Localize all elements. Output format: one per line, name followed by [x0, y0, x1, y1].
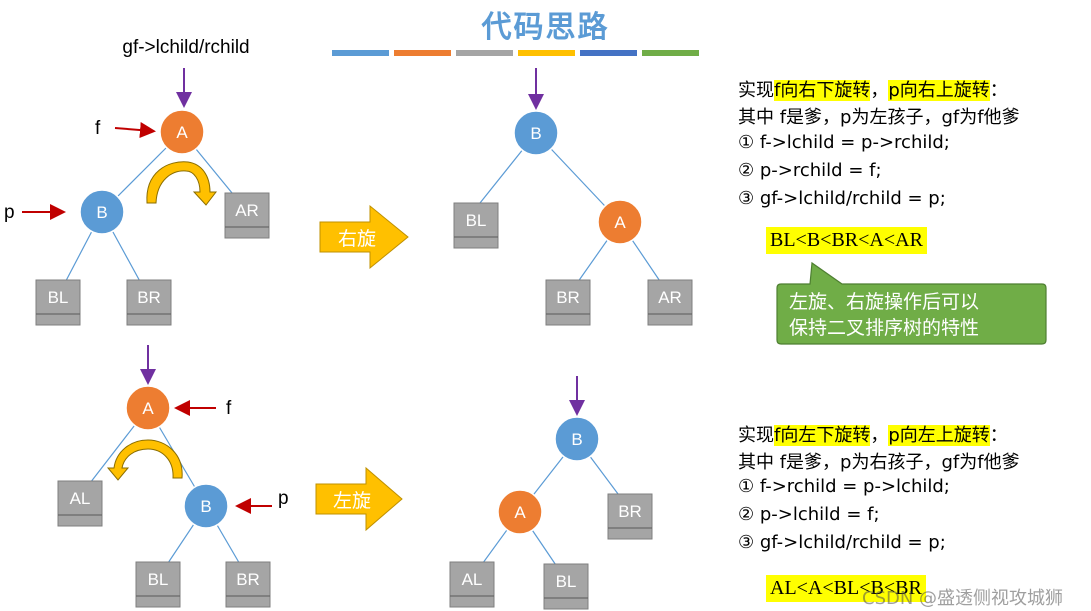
highlight-f: f向左下旋转 — [774, 425, 871, 446]
svg-text:AR: AR — [235, 201, 259, 220]
leaf-br: BR — [126, 279, 172, 326]
svg-text:BL: BL — [48, 288, 69, 307]
svg-text:BR: BR — [556, 288, 580, 307]
svg-text:BR: BR — [618, 502, 642, 521]
svg-text:BL: BL — [466, 211, 487, 230]
right-rotate-step-2: ② p->rchild = f; — [738, 160, 882, 181]
watermark: CSDN @盛透侧视攻城狮 — [862, 588, 1064, 609]
leaf-al: AL — [449, 561, 495, 608]
page-title: 代码思路 — [481, 10, 610, 45]
svg-text:BL: BL — [148, 570, 169, 589]
left-rotate-heading: 实现f向左下旋转，p向左上旋转： — [738, 425, 1008, 446]
leaf-ar: AR — [224, 192, 270, 239]
node-a — [159, 109, 205, 155]
svg-text:AR: AR — [658, 288, 682, 307]
svg-text:AL: AL — [70, 489, 91, 508]
leaf-bl: BL — [453, 202, 499, 249]
svg-text:B: B — [200, 497, 211, 516]
color-bar-1 — [332, 50, 389, 56]
leaf-br: BR — [545, 279, 591, 326]
svg-text:左旋: 左旋 — [333, 490, 371, 512]
highlight-p: p向左上旋转 — [888, 425, 990, 446]
left-rotate-invariant: AL<A<BL<B<BR — [766, 575, 926, 602]
svg-text:BL: BL — [556, 572, 577, 591]
leaf-al: AL — [57, 480, 103, 527]
callout-line-2: 保持二叉排序树的特性 — [789, 317, 979, 339]
left-rotate-step-1: ① f->rchild = p->lchild; — [738, 476, 950, 497]
node-a — [497, 489, 543, 535]
rotate-arrow-bottom — [106, 439, 183, 481]
svg-text:BR: BR — [236, 570, 260, 589]
svg-text:A: A — [614, 213, 626, 232]
f-label-bottom: f — [226, 398, 232, 419]
left-rotate-desc: 其中 f是爹，p为右孩子，gf为f他爹 — [738, 452, 1020, 473]
svg-text:A: A — [142, 399, 154, 418]
right-rotate-step-1: ① f->lchild = p->rchild; — [738, 132, 950, 153]
color-bar-3 — [456, 50, 513, 56]
p-label-top: p — [4, 202, 15, 223]
svg-text:BR: BR — [137, 288, 161, 307]
color-bar-6 — [642, 50, 699, 56]
svg-text:A: A — [514, 503, 526, 522]
leaf-bl: BL — [543, 563, 589, 610]
top-before-tree: gf->lchild/rchild f p A B AR — [4, 37, 270, 326]
left-rotate-arrow: 左旋 — [315, 466, 403, 532]
top-after-tree: B A BL BR AR — [453, 68, 693, 326]
callout-line-1: 左旋、右旋操作后可以 — [789, 291, 979, 313]
bottom-before-tree: f p A B AL BL — [57, 345, 289, 608]
bottom-after-tree: B A BR AL BL — [449, 376, 653, 610]
node-b — [513, 110, 559, 156]
node-b — [183, 483, 229, 529]
gf-label: gf->lchild/rchild — [122, 37, 249, 58]
node-a — [597, 199, 643, 245]
leaf-ar: AR — [647, 279, 693, 326]
color-bar-2 — [394, 50, 451, 56]
f-pointer-top — [114, 122, 156, 139]
rotate-arrow-top — [146, 161, 218, 206]
highlight-f: f向右下旋转 — [774, 80, 871, 101]
svg-text:B: B — [571, 430, 582, 449]
right-rotate-invariant: BL<B<BR<A<AR — [766, 227, 927, 254]
svg-text:A: A — [176, 123, 188, 142]
leaf-br: BR — [225, 561, 271, 608]
f-label-top: f — [95, 118, 101, 139]
p-label-bottom: p — [278, 488, 289, 509]
svg-text:右旋: 右旋 — [338, 228, 376, 250]
leaf-bl: BL — [135, 561, 181, 608]
left-rotate-step-2: ② p->lchild = f; — [738, 504, 880, 525]
right-rotate-arrow: 右旋 — [319, 204, 409, 270]
color-bar-4 — [518, 50, 575, 56]
right-rotate-step-3: ③ gf->lchild/rchild = p; — [738, 188, 946, 209]
right-rotate-heading: 实现f向右下旋转，p向右上旋转： — [738, 80, 1008, 101]
color-bar-5 — [580, 50, 637, 56]
highlight-p: p向右上旋转 — [888, 80, 990, 101]
node-b — [79, 189, 125, 235]
right-rotate-desc: 其中 f是爹，p为左孩子，gf为f他爹 — [738, 107, 1020, 128]
svg-text:B: B — [530, 124, 541, 143]
callout-bubble: 左旋、右旋操作后可以 保持二叉排序树的特性 — [776, 261, 1047, 345]
leaf-br: BR — [607, 493, 653, 540]
node-b — [554, 416, 600, 462]
node-a — [125, 385, 171, 431]
svg-text:B: B — [96, 203, 107, 222]
svg-text:AL: AL — [462, 570, 483, 589]
left-rotate-step-3: ③ gf->lchild/rchild = p; — [738, 532, 946, 553]
leaf-bl: BL — [35, 279, 81, 326]
